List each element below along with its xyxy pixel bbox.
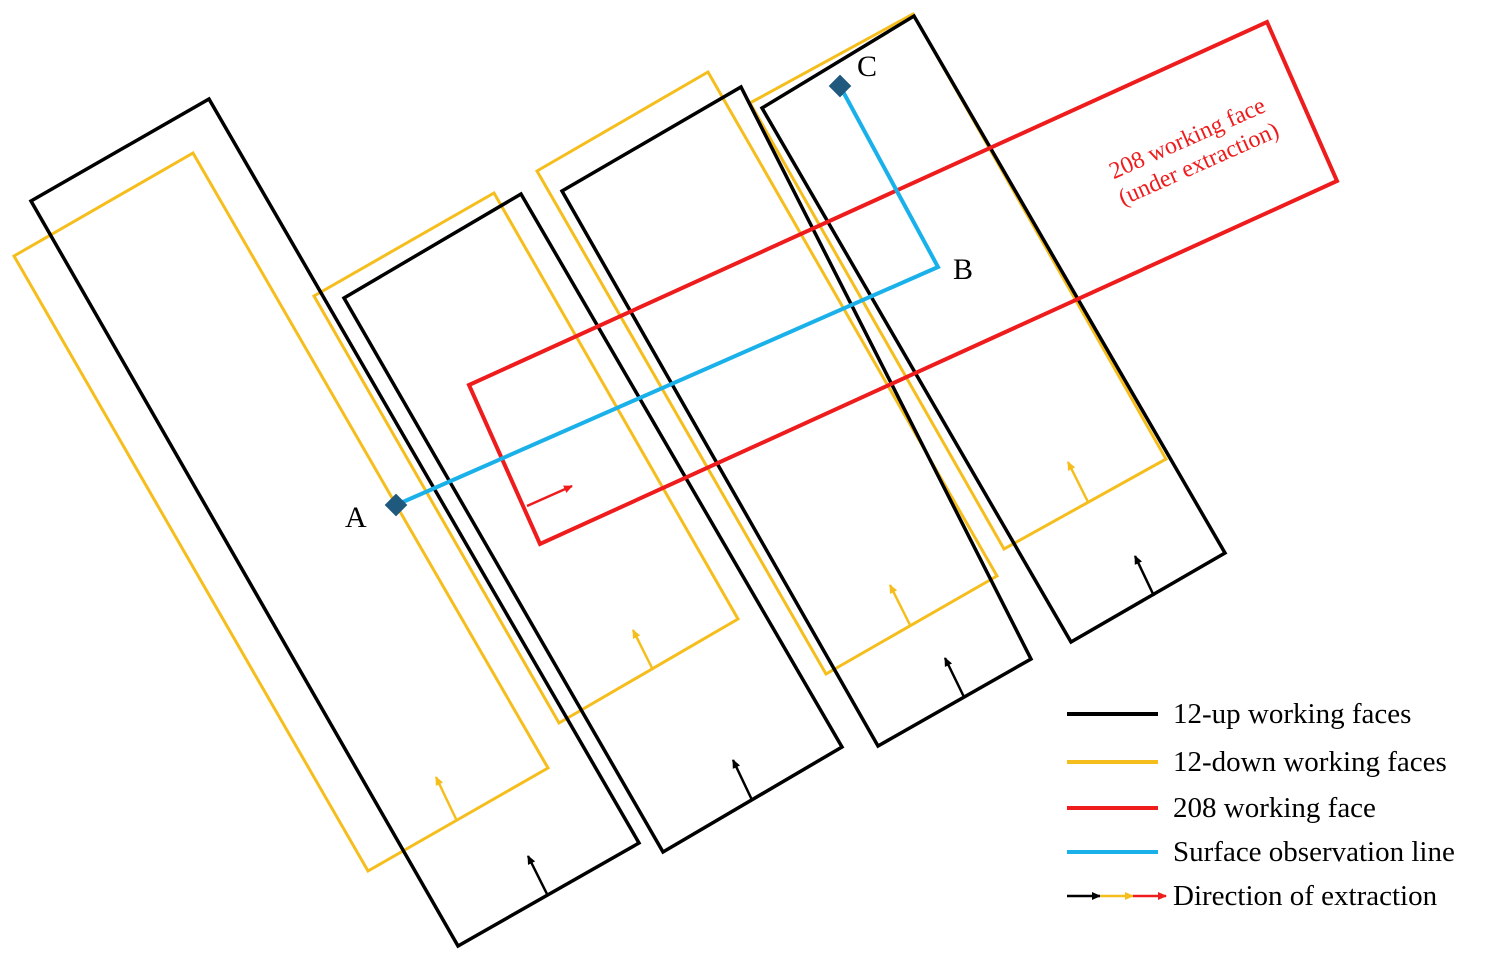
up-face-1	[28, 96, 642, 949]
down-face-1	[11, 150, 551, 874]
down-face-4	[747, 11, 1169, 552]
legend-label-208: 208 working face	[1173, 792, 1376, 824]
legend: 12-up working faces 12-down working face…	[1067, 698, 1455, 912]
point-c-marker	[828, 74, 852, 98]
legend-item-208: 208 working face	[1067, 792, 1376, 824]
extraction-arrow-208	[526, 484, 573, 508]
point-a-marker	[384, 493, 408, 517]
extraction-arrow-up-3	[943, 657, 966, 698]
up-face-2	[341, 191, 845, 855]
extraction-arrows	[434, 461, 1156, 897]
point-a-label: A	[345, 501, 367, 534]
legend-item-up: 12-up working faces	[1067, 698, 1411, 730]
extraction-arrow-down-2	[631, 629, 655, 671]
legend-label-observation: Surface observation line	[1173, 836, 1455, 868]
face-208-outline	[466, 19, 1340, 547]
up-face-3	[559, 84, 1034, 749]
up-faces	[28, 13, 1228, 949]
extraction-arrow-down-1	[434, 776, 458, 820]
legend-item-down: 12-down working faces	[1067, 746, 1447, 778]
extraction-arrow-up-4	[1133, 555, 1156, 597]
extraction-arrow-up-2	[731, 759, 754, 801]
extraction-arrow-up-1	[526, 855, 550, 897]
face-208-label: 208 working face (under extraction)	[1105, 93, 1283, 212]
legend-label-direction: Direction of extraction	[1173, 880, 1438, 912]
extraction-arrow-down-3	[888, 584, 912, 626]
surface-observation-line	[395, 85, 941, 507]
legend-label-up: 12-up working faces	[1173, 698, 1411, 730]
extraction-arrow-down-4	[1066, 461, 1090, 503]
up-face-4	[759, 13, 1228, 645]
down-faces	[11, 11, 1169, 874]
legend-item-observation: Surface observation line	[1067, 836, 1455, 868]
legend-label-down: 12-down working faces	[1173, 746, 1447, 778]
legend-item-direction: Direction of extraction	[1067, 880, 1438, 912]
down-face-2	[311, 190, 741, 726]
point-b-label: B	[953, 253, 973, 286]
point-c-label: C	[857, 50, 877, 83]
down-face-3	[534, 69, 1000, 677]
